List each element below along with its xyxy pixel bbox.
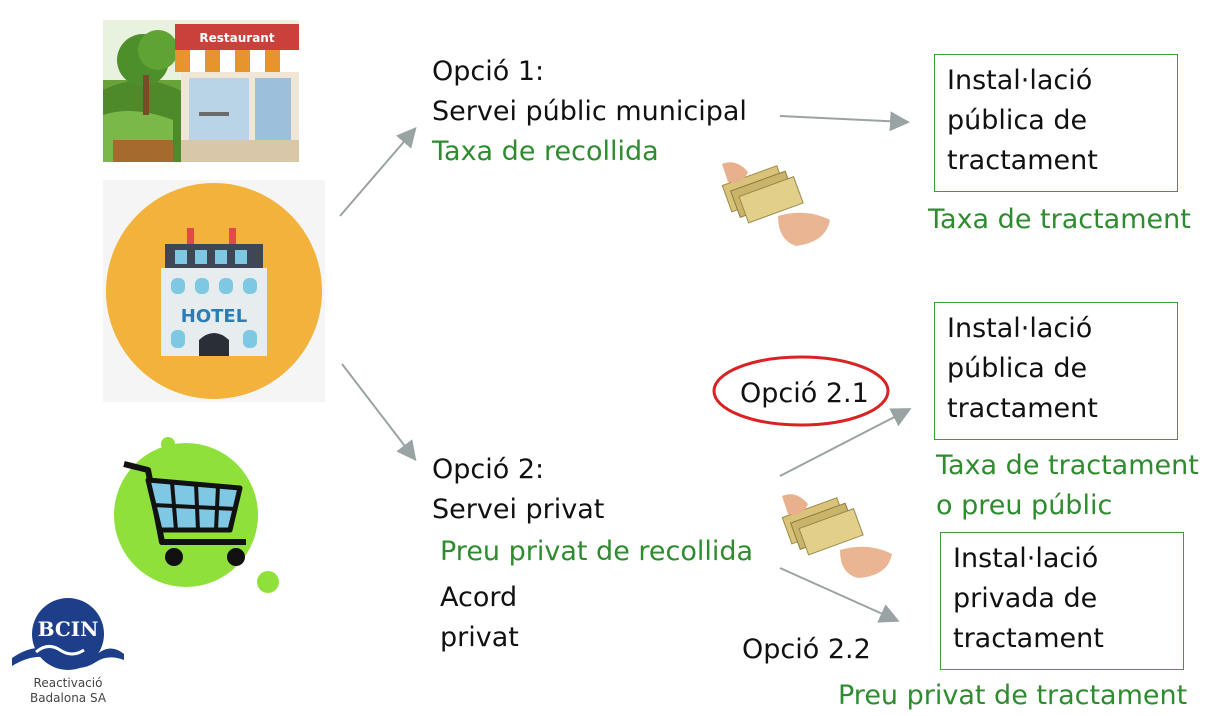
box-1-line-3: tractament	[947, 145, 1098, 176]
box-3-line-1: Instal·lació	[953, 543, 1099, 574]
option-2-subtitle: Servei privat	[432, 494, 605, 525]
option-2-fee: Preu privat de recollida	[440, 536, 754, 567]
option-2-agreement-line-2: privat	[440, 622, 519, 653]
option-2-1-label: Opció 2.1	[740, 378, 869, 409]
option-1-title: Opció 1:	[432, 56, 545, 87]
private-facility-box: Instal·lació privada de tractament	[940, 532, 1184, 670]
shopping-cart-icon	[114, 437, 279, 593]
arrow-to-option-1	[339, 126, 417, 217]
restaurant-sign: Restaurant	[199, 31, 274, 45]
restaurant-icon: Restaurant	[103, 20, 299, 162]
money-hand-icon-2	[781, 494, 892, 578]
box-3-line-2: privada de	[953, 583, 1098, 614]
arrow-option1-to-box1	[779, 111, 910, 132]
box-2-line-3: tractament	[947, 393, 1098, 424]
box-1-line-2: pública de	[947, 105, 1088, 136]
arrow-to-option-2	[341, 363, 417, 462]
box-1-fee: Taxa de tractament	[928, 204, 1191, 235]
highlight-ellipse	[712, 355, 890, 427]
box-3-fee: Preu privat de tractament	[838, 680, 1188, 711]
public-facility-box-1: Instal·lació pública de tractament	[934, 54, 1178, 192]
box-2-line-2: pública de	[947, 353, 1088, 384]
option-1-subtitle: Servei públic municipal	[432, 96, 747, 127]
logo-line-1: Reactivació	[33, 676, 103, 690]
money-hand-icon	[721, 162, 830, 246]
box-2-fee-line-1: Taxa de tractament	[936, 450, 1199, 481]
logo-line-2: Badalona SA	[29, 691, 107, 705]
option-1-fee: Taxa de recollida	[432, 136, 659, 167]
option-2-title: Opció 2:	[432, 454, 545, 485]
arrow-option2-to-box2	[779, 408, 912, 477]
hotel-icon: HOTEL	[103, 180, 325, 402]
arrow-option2-to-box3	[779, 567, 900, 623]
box-2-line-1: Instal·lació	[947, 313, 1093, 344]
public-facility-box-2: Instal·lació pública de tractament	[934, 302, 1178, 440]
hotel-sign: HOTEL	[181, 306, 247, 327]
box-1-line-1: Instal·lació	[947, 65, 1093, 96]
box-3-line-3: tractament	[953, 623, 1104, 654]
bcin-logo: BCIN Reactivació Badalona SA	[8, 596, 128, 708]
logo-acronym: BCIN	[38, 617, 99, 641]
option-2-2-label: Opció 2.2	[742, 634, 871, 665]
option-2-agreement-line-1: Acord	[440, 582, 518, 613]
box-2-fee-line-2: o preu públic	[936, 490, 1113, 521]
